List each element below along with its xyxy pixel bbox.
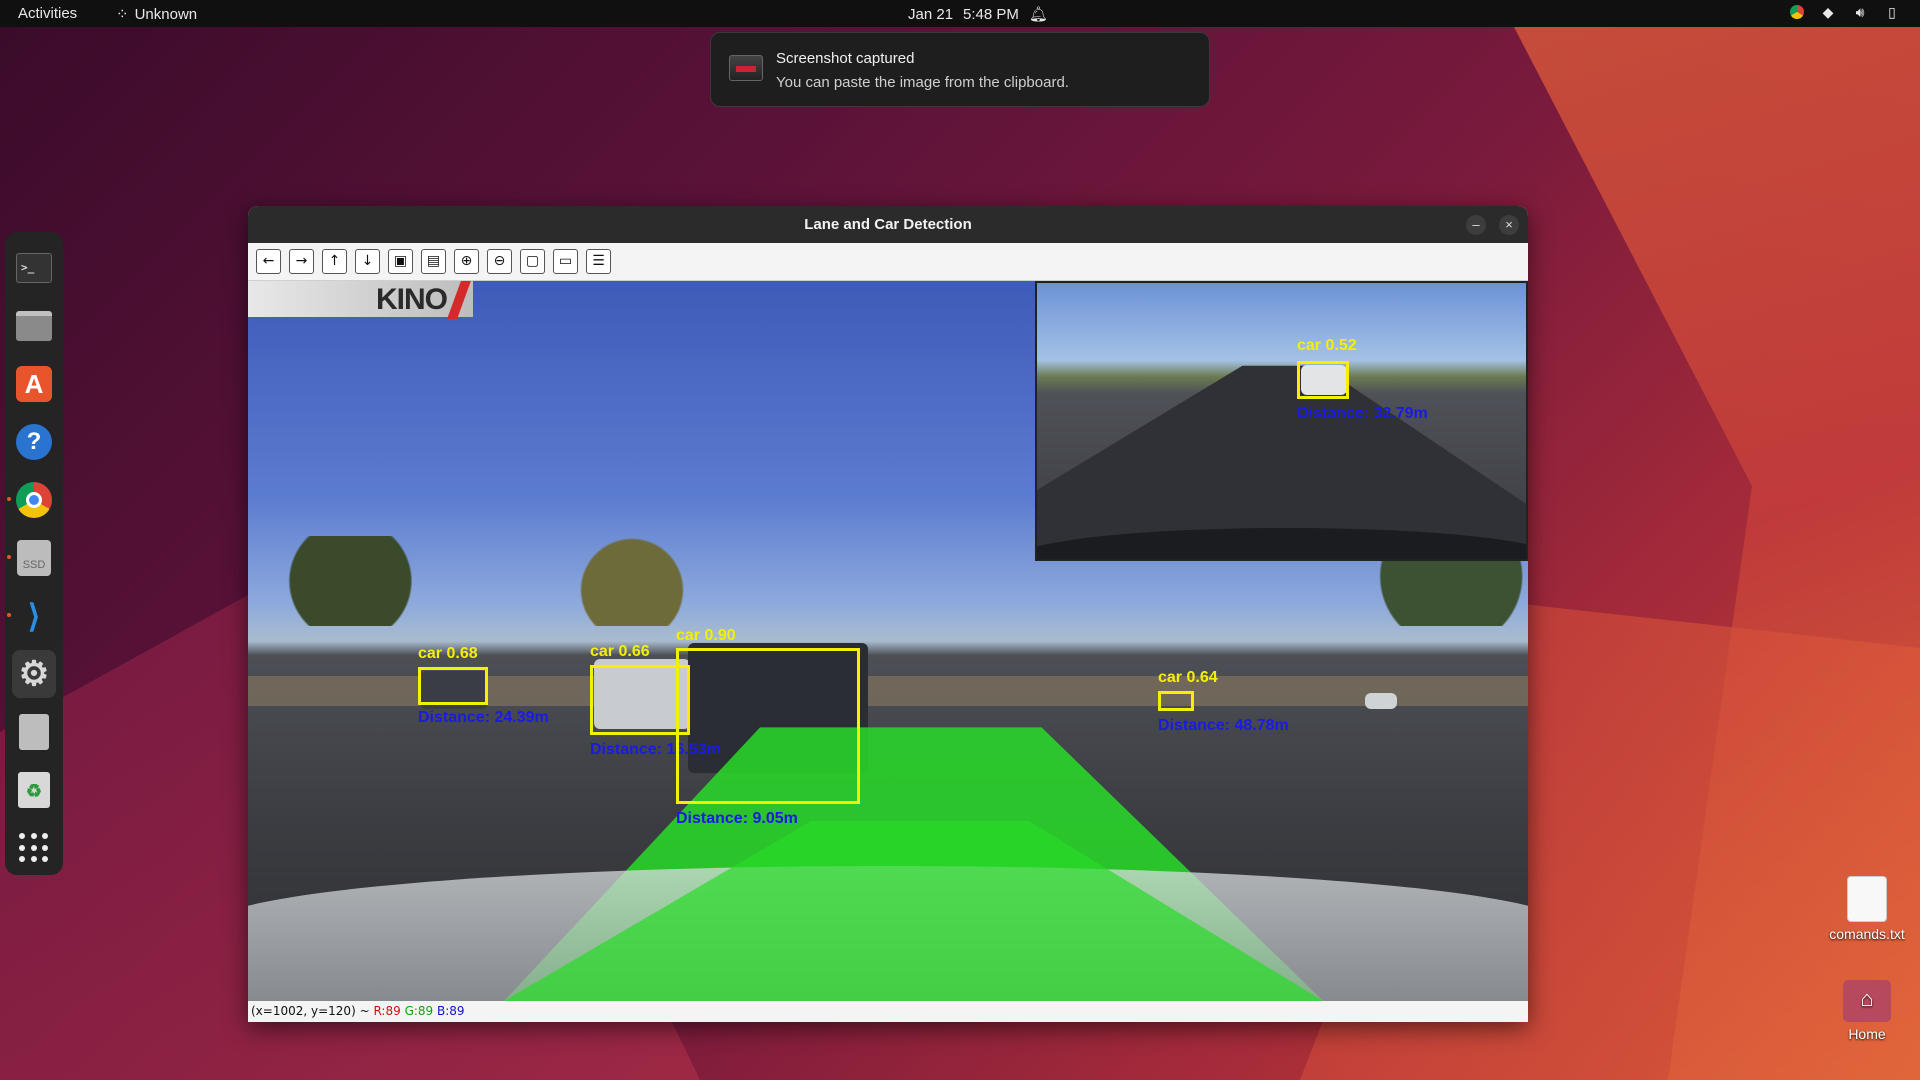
channel-logo: KINO [376,283,448,316]
detection-label: car 0.66 [590,643,650,660]
running-indicator [7,555,11,559]
detection-box [1158,691,1194,711]
home-folder-icon [1843,980,1891,1022]
screenshot-notification[interactable]: Screenshot captured You can paste the im… [710,32,1210,107]
chrome-tray-icon[interactable] [1790,5,1804,19]
distance-label: Distance: 24.39m [418,709,549,726]
detection-label: car 0.68 [418,645,478,662]
clock[interactable]: Jan 21 5:48 PM 🔔︎ [908,5,1048,24]
detection-box [418,667,488,705]
distance-label: Distance: 32.79m [1297,405,1428,422]
time-label: 5:48 PM [963,5,1019,23]
dock-ssd[interactable]: SSD [7,534,56,582]
dock: >_ A ? SSD ⟩ ⚙ ♻ [5,232,63,875]
date-label: Jan 21 [908,5,954,23]
image-settings-icon[interactable]: ▤ [421,249,446,274]
image-toolbar: ← → ↑ ↓ ▣ ▤ ⊕ ⊖ ▢ ▭ ☰ [248,243,1528,281]
car-shape [594,659,690,729]
screenshot-thumbnail-icon [729,55,763,81]
window-title: Lane and Car Detection [804,216,972,233]
detection-box [676,648,860,804]
dock-chrome[interactable] [7,476,56,524]
close-button[interactable]: × [1499,215,1519,235]
dock-help[interactable]: ? [12,418,56,466]
car-shape [1301,365,1347,395]
battery-icon[interactable]: ▯ [1888,4,1896,20]
files-icon [16,311,52,341]
detection-box [590,665,690,735]
pixel-blue-value: B:89 [437,1004,465,1018]
arrow-up-icon[interactable]: ↑ [322,249,347,274]
dock-files[interactable] [12,302,56,350]
text-file-icon [1847,876,1887,922]
trash-icon: ♻ [18,772,50,808]
desktop-file-label: comands.txt [1829,926,1905,942]
dock-app-grid[interactable] [12,824,56,872]
bell-icon: 🔔︎ [1028,6,1048,23]
app-grid-icon [19,833,49,863]
dock-settings[interactable]: ⚙ [12,650,56,698]
status-bar: (x=1002, y=120) ~ R:89 G:89 B:89 [248,1001,1528,1022]
ssd-icon: SSD [17,540,51,576]
zoom-in-icon[interactable]: ⊕ [454,249,479,274]
video-frame[interactable]: KINO car 0.68 Distance: 24.39m car 0.66 … [248,281,1528,1001]
arrow-left-icon[interactable]: ← [256,249,281,274]
detection-box [1297,361,1349,399]
vscode-icon: ⟩ [27,598,41,634]
arrow-down-icon[interactable]: ↓ [355,249,380,274]
running-indicator [7,497,11,501]
dock-vscode[interactable]: ⟩ [7,592,56,640]
app-center-icon: A [16,366,52,402]
inset-road [1037,365,1526,559]
desktop-home-folder[interactable]: Home [1822,980,1912,1042]
distance-label: Distance: 16.53m [590,741,721,758]
detection-label: car 0.52 [1297,337,1357,354]
clipboard-icon[interactable]: ▭ [553,249,578,274]
image-icon[interactable]: ▣ [388,249,413,274]
system-tray[interactable]: ◆ 🔊︎ ▯ [1790,4,1900,20]
running-indicator [7,613,11,617]
volume-icon[interactable]: 🔊︎ [1855,4,1865,20]
dock-app-center[interactable]: A [12,360,56,408]
app-menu-label: Unknown [134,5,198,23]
inset-camera-view: car 0.52 Distance: 32.79m [1035,281,1528,561]
properties-icon[interactable]: ☰ [586,249,611,274]
dock-text-editor[interactable] [12,708,56,756]
pixel-red-value: R:89 [373,1004,401,1018]
arrow-right-icon[interactable]: → [289,249,314,274]
save-icon[interactable]: ▢ [520,249,545,274]
notification-body: You can paste the image from the clipboa… [776,74,1069,91]
notification-title: Screenshot captured [776,50,915,67]
chrome-icon [16,482,52,518]
detection-label: car 0.64 [1158,669,1218,686]
logo-accent [447,281,471,319]
top-bar: Activities ⁘ Unknown Jan 21 5:48 PM 🔔︎ ◆… [0,0,1920,27]
desktop-home-label: Home [1848,1026,1886,1042]
car-shape [1365,693,1397,709]
app-menu-icon: ⁘ [116,6,129,23]
activities-button[interactable]: Activities [18,5,78,22]
terminal-icon: >_ [16,253,52,283]
app-menu[interactable]: ⁘ Unknown [116,5,198,24]
desktop-file-comands[interactable]: comands.txt [1822,876,1912,942]
distance-label: Distance: 9.05m [676,810,798,827]
dock-trash[interactable]: ♻ [12,766,56,814]
minimize-button[interactable]: – [1466,215,1486,235]
pixel-green-value: G:89 [404,1004,434,1018]
help-icon: ? [16,424,52,460]
distance-label: Distance: 48.78m [1158,717,1289,734]
detection-label: car 0.90 [676,627,736,644]
window-titlebar[interactable]: Lane and Car Detection – × [248,206,1528,243]
text-editor-icon [19,714,49,750]
detection-window: Lane and Car Detection – × ← → ↑ ↓ ▣ ▤ ⊕… [248,206,1528,1022]
dock-terminal[interactable]: >_ [12,244,56,292]
cursor-coordinates: (x=1002, y=120) ~ [251,1004,370,1018]
channel-logo-banner: KINO [248,281,473,319]
zoom-out-icon[interactable]: ⊖ [487,249,512,274]
wifi-icon[interactable]: ◆ [1822,4,1834,20]
settings-icon: ⚙ [18,655,50,693]
